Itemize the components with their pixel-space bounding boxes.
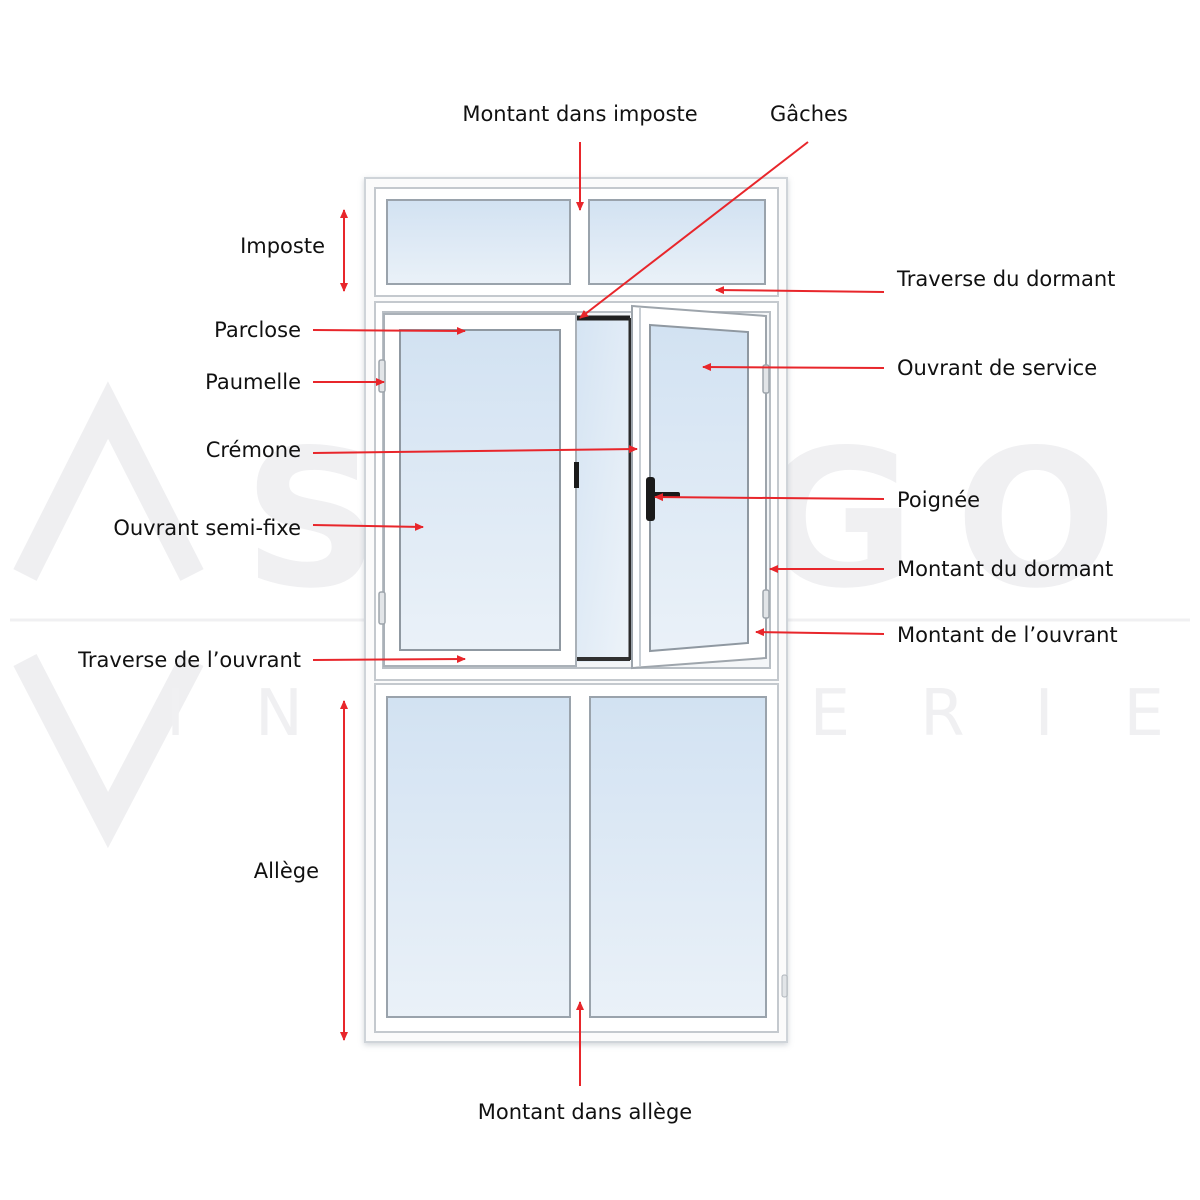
- allege-glass-left: [386, 696, 571, 1018]
- label-allege: Allège: [253, 859, 319, 883]
- service-glass: [649, 323, 749, 653]
- opening-gap: [577, 316, 629, 662]
- arrow-gaches: [579, 141, 809, 319]
- label-montant-allege: Montant dans allège: [477, 1100, 693, 1124]
- label-ouvrant-service: Ouvrant de service: [897, 356, 1098, 380]
- label-montant-dormant: Montant du dormant: [897, 557, 1114, 581]
- label-montant-ouvrant: Montant de l’ouvrant: [897, 623, 1118, 647]
- arrow-traverse-ouvrant: [312, 655, 466, 664]
- label-traverse-ouvrant: Traverse de l’ouvrant: [78, 648, 301, 672]
- label-ouvrant-semi-fixe: Ouvrant semi-fixe: [113, 516, 301, 540]
- arrow-montant-ouvrant: [755, 628, 885, 637]
- imposte-glass-left: [386, 199, 571, 285]
- arrow-poignee: [654, 493, 885, 502]
- hinge-icon: [378, 591, 386, 625]
- label-cremone: Crémone: [205, 438, 301, 462]
- imposte-glass-right: [588, 199, 766, 285]
- label-gaches: Gâches: [770, 102, 848, 126]
- hinge-icon: [378, 359, 386, 393]
- label-poignee: Poignée: [897, 488, 981, 512]
- semi-fixed-latch: [574, 462, 579, 488]
- allege-latch: [781, 974, 788, 998]
- hinge-icon: [762, 589, 770, 619]
- arrow-ouvrant-service: [702, 363, 885, 372]
- label-paumelle: Paumelle: [205, 370, 301, 394]
- semi-fixed-glass: [399, 329, 561, 651]
- arrow-ouvrant-semi-fixe: [312, 522, 424, 531]
- label-imposte: Imposte: [240, 234, 325, 258]
- label-parclose: Parclose: [214, 318, 301, 342]
- watermark-logo-mark: [13, 381, 204, 849]
- arrow-cremone: [312, 445, 638, 454]
- allege-glass-right: [589, 696, 767, 1018]
- label-montant-imposte: Montant dans imposte: [462, 102, 698, 126]
- label-traverse-dormant: Traverse du dormant: [897, 267, 1116, 291]
- arrow-parclose: [312, 326, 466, 335]
- hinge-icon: [762, 364, 770, 394]
- arrow-traverse-dormant: [715, 286, 885, 295]
